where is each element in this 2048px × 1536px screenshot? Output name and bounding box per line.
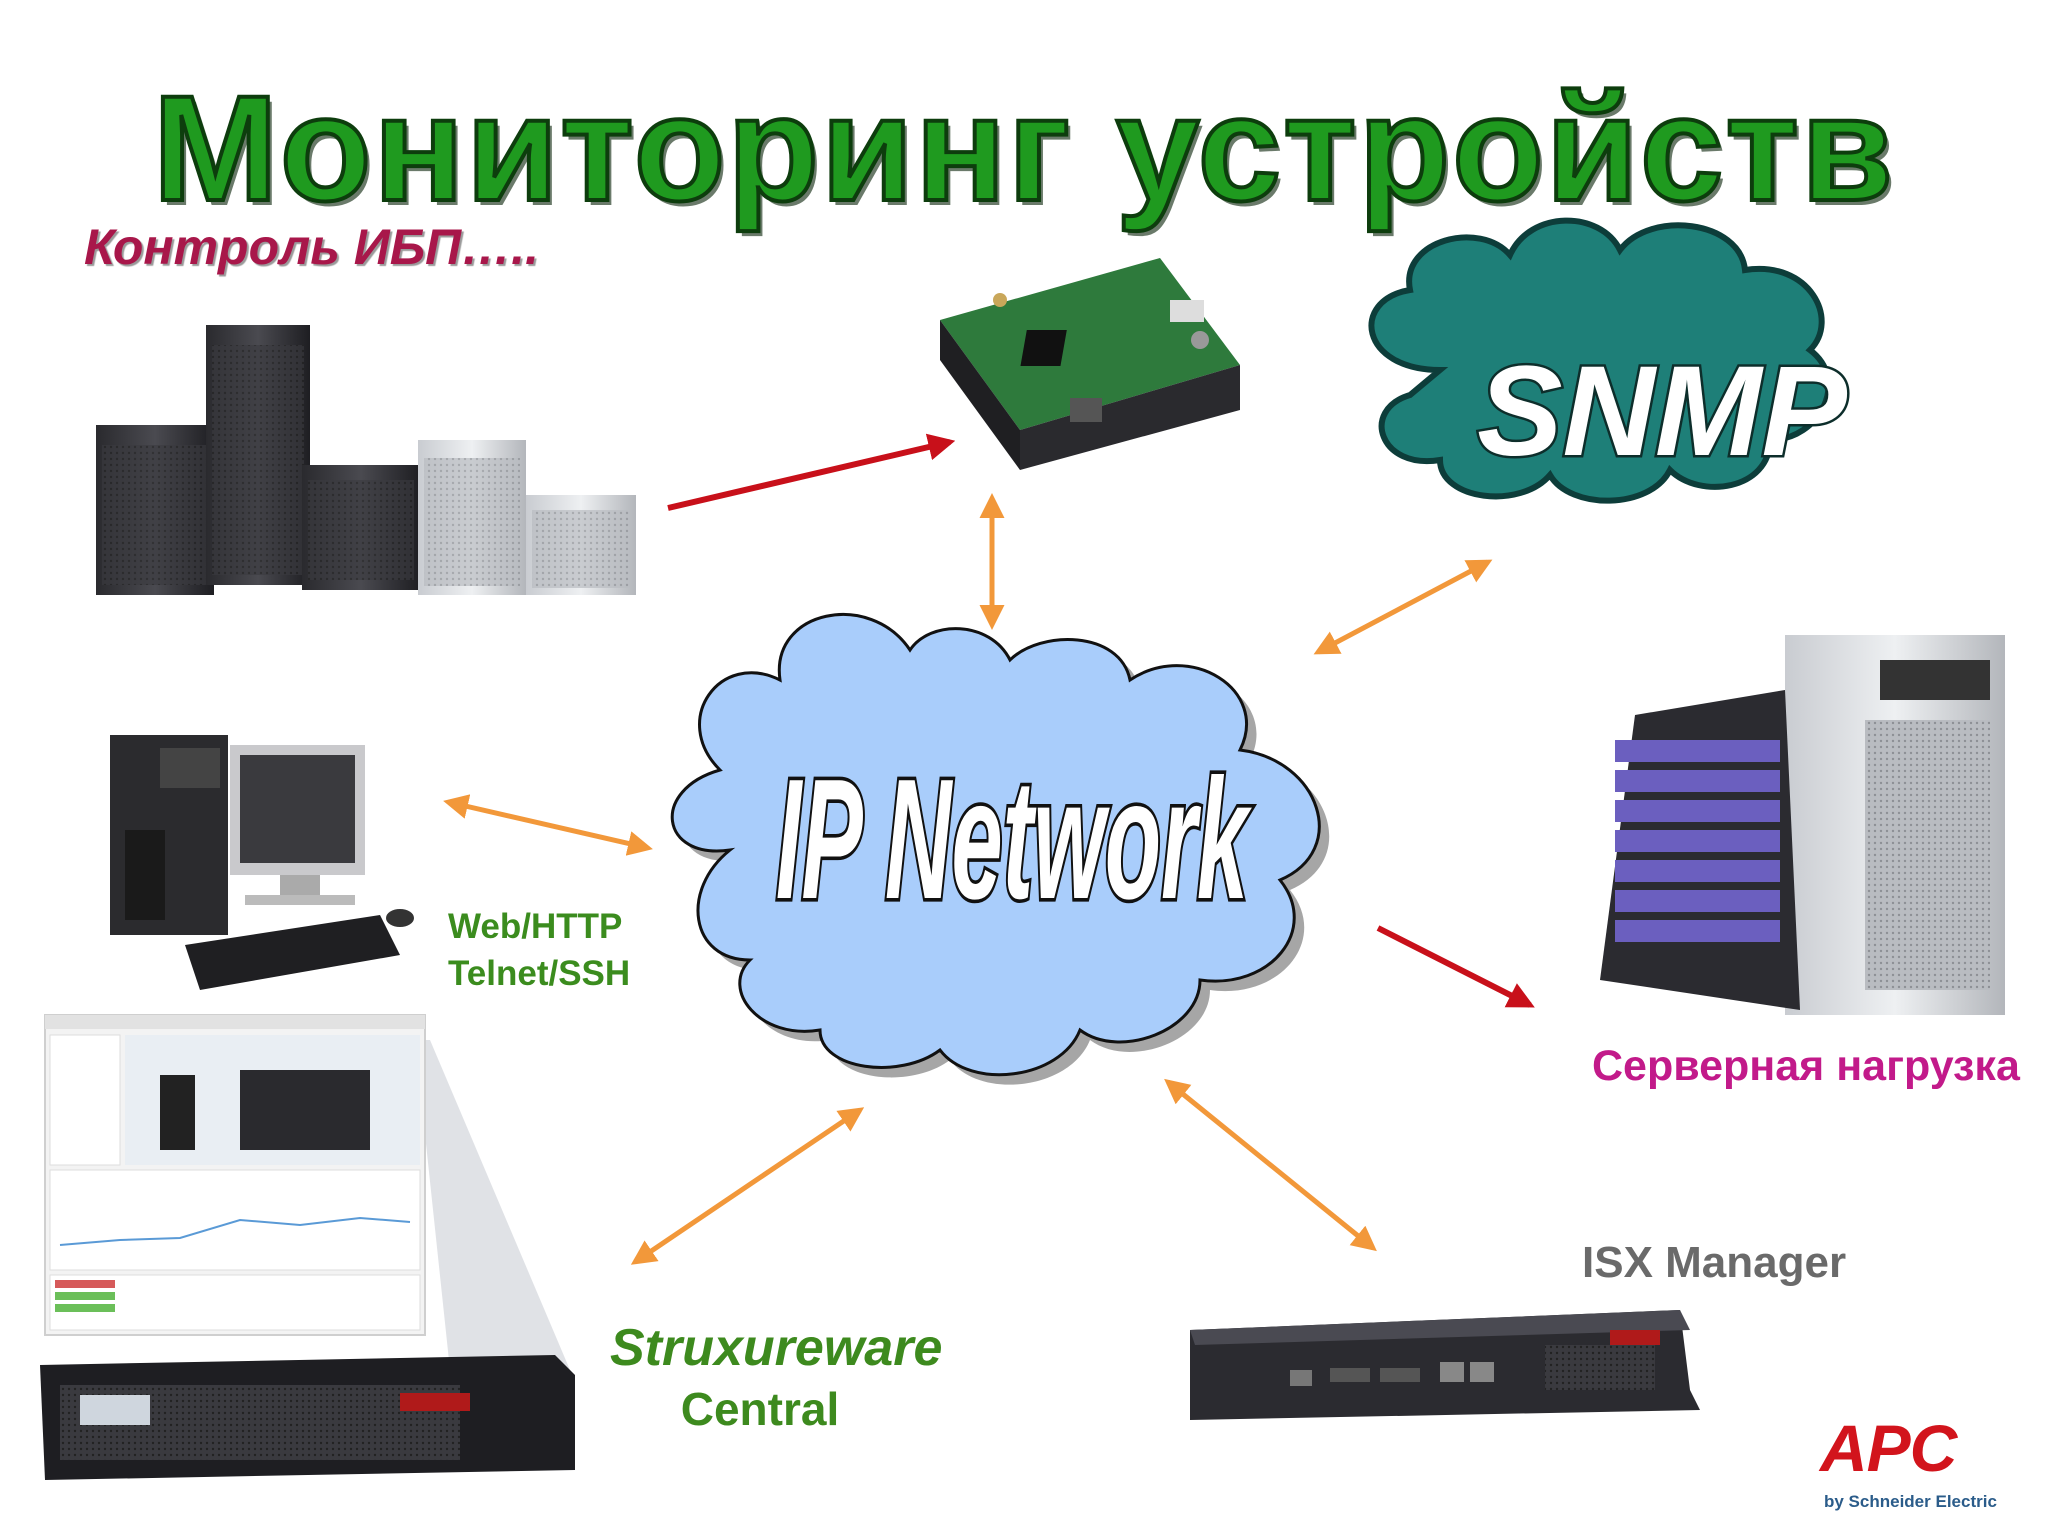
telnet-ssh-label: Telnet/SSH xyxy=(448,954,631,993)
arrow-strux-network xyxy=(630,1107,865,1265)
pc-keyboard xyxy=(185,915,400,990)
pc-mouse xyxy=(386,909,414,927)
web-http-label: Web/HTTP xyxy=(448,907,623,946)
snmp-cloud xyxy=(1368,217,1832,504)
snmp-label: SNMP xyxy=(1477,340,1847,483)
struxureware-image xyxy=(40,1014,575,1480)
server-load-label: Серверная нагрузка xyxy=(1592,1042,2020,1090)
desktop-pc-image xyxy=(110,735,414,990)
server-load-image xyxy=(1600,635,2005,1015)
struxureware-central-label: Central xyxy=(680,1383,840,1435)
apc-logo-brand: APC xyxy=(1820,1411,1957,1485)
isx-manager-label: ISX Manager xyxy=(1582,1238,1847,1287)
arrow-ups-to-card xyxy=(667,433,956,511)
apc-logo: APC by Schneider Electric xyxy=(1820,1410,2032,1520)
network-label: IP Network xyxy=(776,745,1253,936)
network-card-image xyxy=(940,258,1240,470)
arrow-isx-network xyxy=(1164,1078,1377,1252)
subtitle: Контроль ИБП….. xyxy=(84,219,539,275)
ip-network-cloud xyxy=(670,613,1330,1085)
isx-manager-image xyxy=(1190,1310,1700,1420)
ups-units-image xyxy=(96,325,636,595)
struxureware-label: Struxureware xyxy=(610,1319,943,1377)
arrow-pc-network xyxy=(443,794,653,856)
arrow-snmp-network xyxy=(1313,559,1493,655)
page-title: Мониторинг устройств xyxy=(151,62,1896,234)
apc-logo-tagline: by Schneider Electric xyxy=(1824,1492,1997,1511)
arrow-network-to-servers xyxy=(1376,925,1535,1008)
